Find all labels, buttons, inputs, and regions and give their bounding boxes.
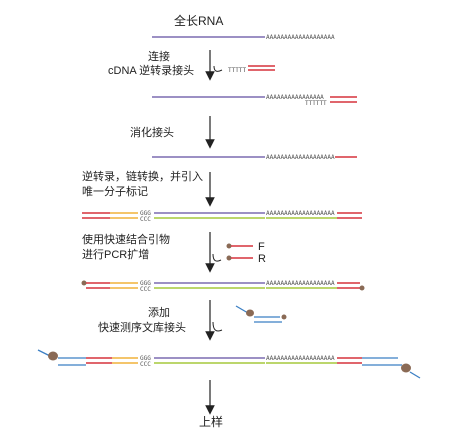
- row-rna-with-adapter: AAAAAAAAAAAAAAAA TTTTTT: [152, 94, 357, 107]
- rapid-adapter: [235, 305, 287, 323]
- curve-arrow-adapter: [212, 321, 223, 332]
- svg-text:GGG: GGG: [140, 355, 151, 362]
- primer-forward: [226, 243, 253, 249]
- svg-text:AAAAAAAAAAAAAAAAAAA: AAAAAAAAAAAAAAAAAAA: [266, 210, 335, 217]
- svg-text:AAAAAAAAAAAAAAAAAAA: AAAAAAAAAAAAAAAAAAA: [266, 355, 335, 362]
- label-rapid-seq-adapter: 快速测序文库接头: [98, 322, 186, 334]
- svg-text:CCC: CCC: [140, 216, 151, 223]
- label-rapid-primers: 使用快速结合引物: [82, 234, 170, 246]
- row-cdna-umi: GGG CCC AAAAAAAAAAAAAAAAAAA: [82, 210, 362, 223]
- label-rt-strand-switch: 逆转录，链转换，并引入: [82, 171, 203, 183]
- svg-text:GGG: GGG: [140, 280, 151, 287]
- label-digest-adapter: 消化接头: [130, 127, 174, 139]
- label-primer-f: F: [258, 241, 265, 253]
- svg-text:GGG: GGG: [140, 210, 151, 217]
- polya-tail: AAAAAAAAAAAAAAAAAAA: [266, 34, 335, 41]
- row-full-length-rna: AAAAAAAAAAAAAAAAAAA: [152, 34, 335, 41]
- label-full-length-rna: 全长RNA: [174, 14, 224, 28]
- label-pcr-amplify: 进行PCR扩增: [82, 249, 150, 261]
- svg-text:CCC: CCC: [140, 361, 151, 368]
- svg-text:AAAAAAAAAAAAAAAA: AAAAAAAAAAAAAAAA: [266, 94, 324, 101]
- curve-arrow-primers: [212, 253, 222, 262]
- label-ligate: 连接: [148, 51, 170, 63]
- label-cdna-rt-adapter: cDNA 逆转录接头: [108, 65, 195, 77]
- svg-text:AAAAAAAAAAAAAAAAAAA: AAAAAAAAAAAAAAAAAAA: [266, 280, 335, 287]
- curve-arrow-ligate: [213, 65, 223, 72]
- svg-text:AAAAAAAAAAAAAAAAAAA: AAAAAAAAAAAAAAAAAAA: [266, 154, 335, 161]
- svg-text:TTTTT: TTTTT: [228, 67, 246, 74]
- rt-adapter: TTTTT: [228, 65, 275, 74]
- row-final-library: GGG CCC AAAAAAAAAAAAAAAAAAA: [37, 349, 421, 379]
- row-digested: AAAAAAAAAAAAAAAAAAA: [152, 154, 357, 161]
- label-umi: 唯一分子标记: [82, 186, 148, 198]
- label-load: 上样: [199, 415, 224, 429]
- label-primer-r: R: [258, 253, 266, 265]
- label-add: 添加: [148, 307, 170, 319]
- svg-text:CCC: CCC: [140, 286, 151, 293]
- row-pcr-product: GGG CCC AAAAAAAAAAAAAAAAAAA: [81, 280, 365, 293]
- primer-reverse: [226, 255, 253, 261]
- svg-text:TTTTTT: TTTTTT: [305, 100, 327, 107]
